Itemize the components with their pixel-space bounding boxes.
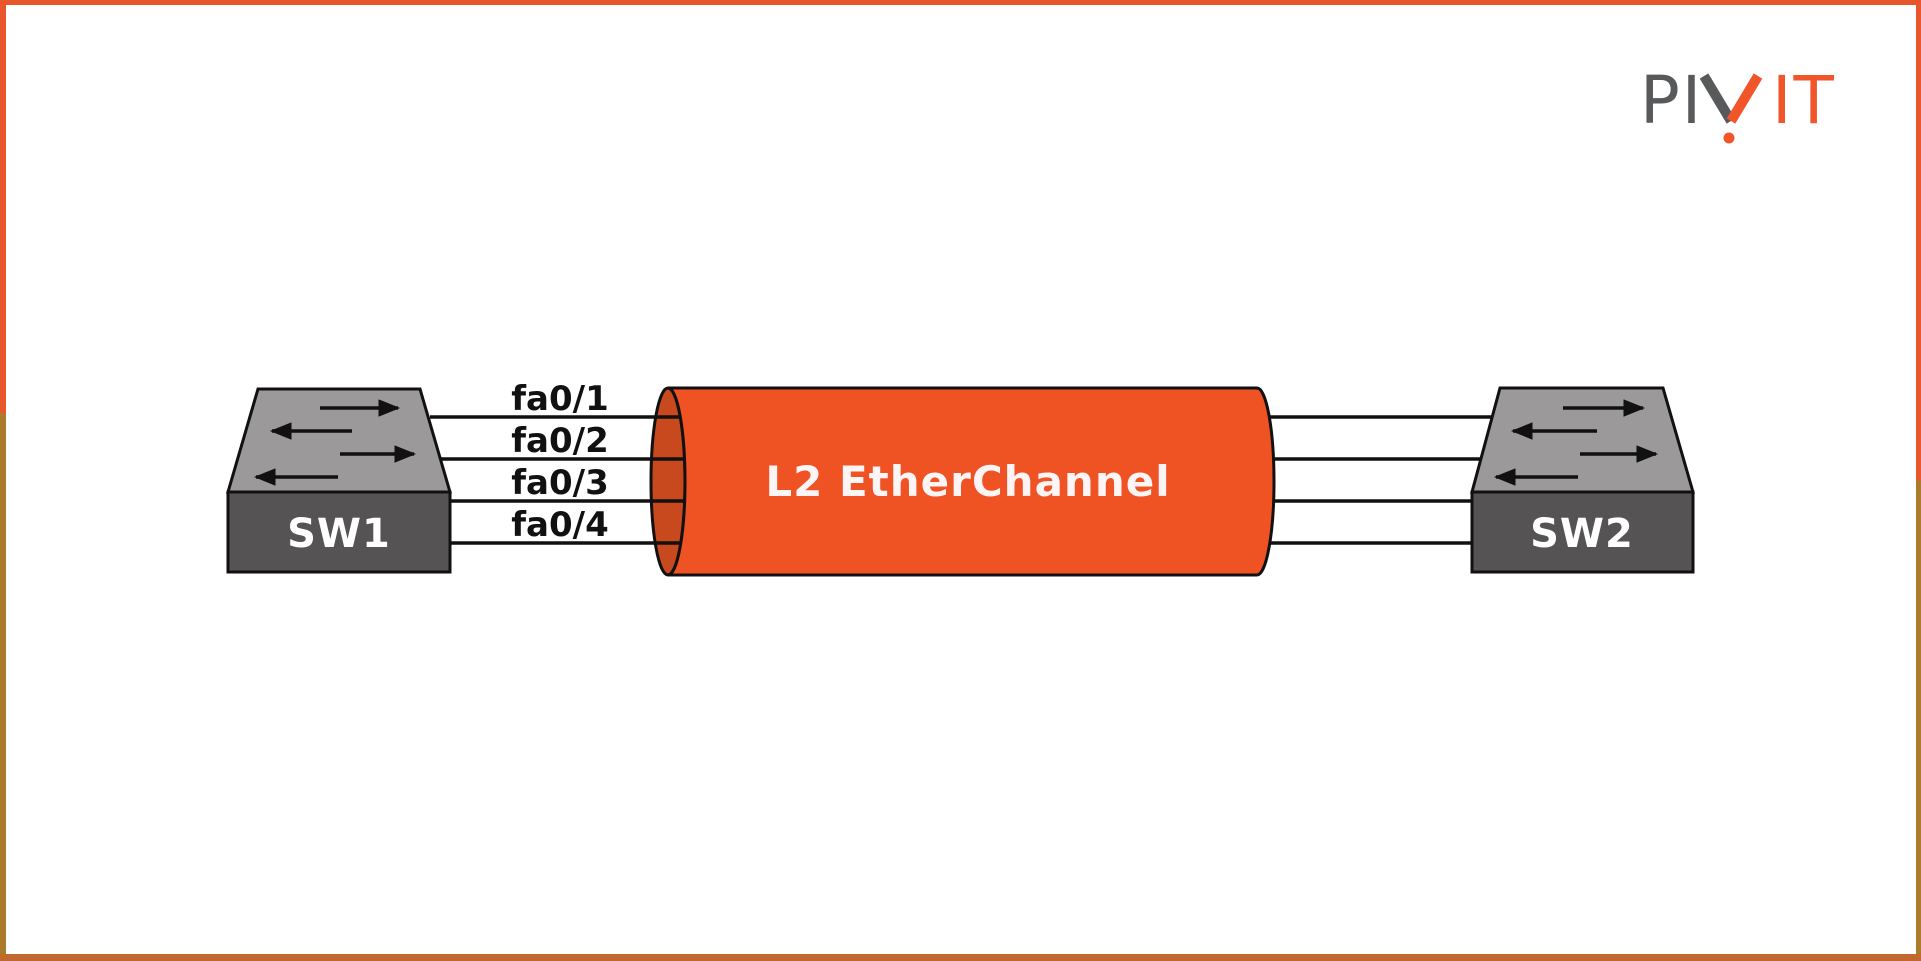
logo-v-right-stroke xyxy=(1726,73,1763,124)
links-left xyxy=(430,415,684,545)
port-labels: fa0/1 fa0/2 fa0/3 fa0/4 xyxy=(511,379,608,545)
channel-cylinder-body xyxy=(667,386,1276,577)
frame-border-top xyxy=(0,0,1921,5)
sw2-front-face xyxy=(1470,490,1695,574)
switch-sw2: SW2 xyxy=(1470,386,1695,574)
links-right xyxy=(1260,415,1498,545)
logo-text-orange: IT xyxy=(1772,62,1836,139)
sw1-traffic-arrows xyxy=(253,399,417,486)
port-label-fa0-2: fa0/2 xyxy=(511,421,608,461)
frame-border-bottom xyxy=(0,954,1921,961)
sw2-label: SW2 xyxy=(1530,511,1634,557)
switch-sw1: SW1 xyxy=(226,387,452,574)
sw1-label: SW1 xyxy=(287,511,391,557)
sw1-front-face xyxy=(226,490,452,574)
frame-border-right xyxy=(1916,0,1921,961)
logo-text-gray: PI xyxy=(1640,62,1703,139)
channel-label: L2 EtherChannel xyxy=(765,457,1170,506)
port-label-fa0-3: fa0/3 xyxy=(511,463,608,503)
port-label-fa0-4: fa0/4 xyxy=(511,505,608,545)
port-label-fa0-1: fa0/1 xyxy=(511,379,608,419)
pivit-logo: PI IT xyxy=(1640,62,1836,144)
sw2-traffic-arrows xyxy=(1493,399,1659,486)
logo-v-left-stroke xyxy=(1699,73,1736,124)
logo-dot-icon xyxy=(1723,132,1735,144)
frame-border-left xyxy=(0,0,6,961)
